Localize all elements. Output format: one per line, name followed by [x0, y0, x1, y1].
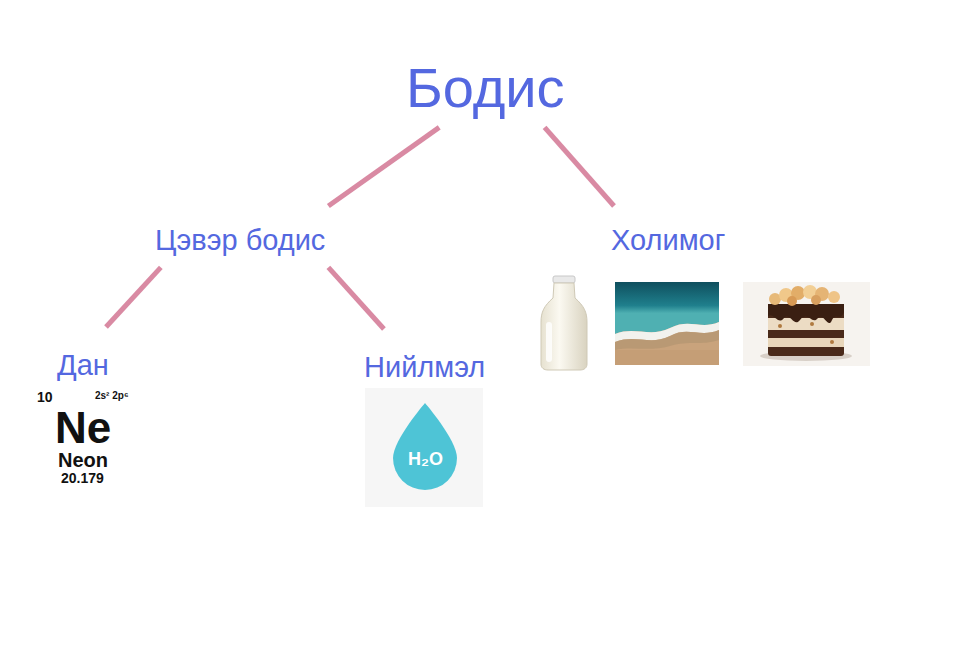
atomic-number: 10	[37, 390, 53, 404]
term-text: Бодис	[406, 56, 565, 120]
water-drop	[365, 388, 483, 507]
element-symbol: Ne	[55, 406, 111, 450]
subcategory-term: Нийлмэл	[361, 351, 488, 384]
formula-label: H₂O	[408, 450, 443, 468]
category-term: Холимог	[608, 224, 728, 257]
tree-branch	[328, 267, 384, 329]
electron-config: 2s² 2p⁶	[95, 391, 129, 401]
root-term: Бодис	[403, 56, 568, 120]
tree-branch	[328, 127, 439, 206]
milk-bottle	[541, 276, 587, 370]
tree-branch	[106, 267, 161, 327]
atomic-mass: 20.179	[61, 471, 104, 485]
term-text: Цэвэр бодис	[155, 224, 325, 257]
term-text: Нийлмэл	[364, 351, 485, 384]
category-term: Цэвэр бодис	[152, 224, 328, 257]
sea-photo	[615, 282, 719, 365]
term-text: Холимог	[611, 224, 725, 257]
cake-photo	[743, 282, 870, 366]
subcategory-term: Дан	[54, 349, 112, 382]
element-name: Neon	[58, 450, 108, 470]
term-text: Дан	[57, 349, 109, 382]
tree-branch	[545, 127, 614, 206]
